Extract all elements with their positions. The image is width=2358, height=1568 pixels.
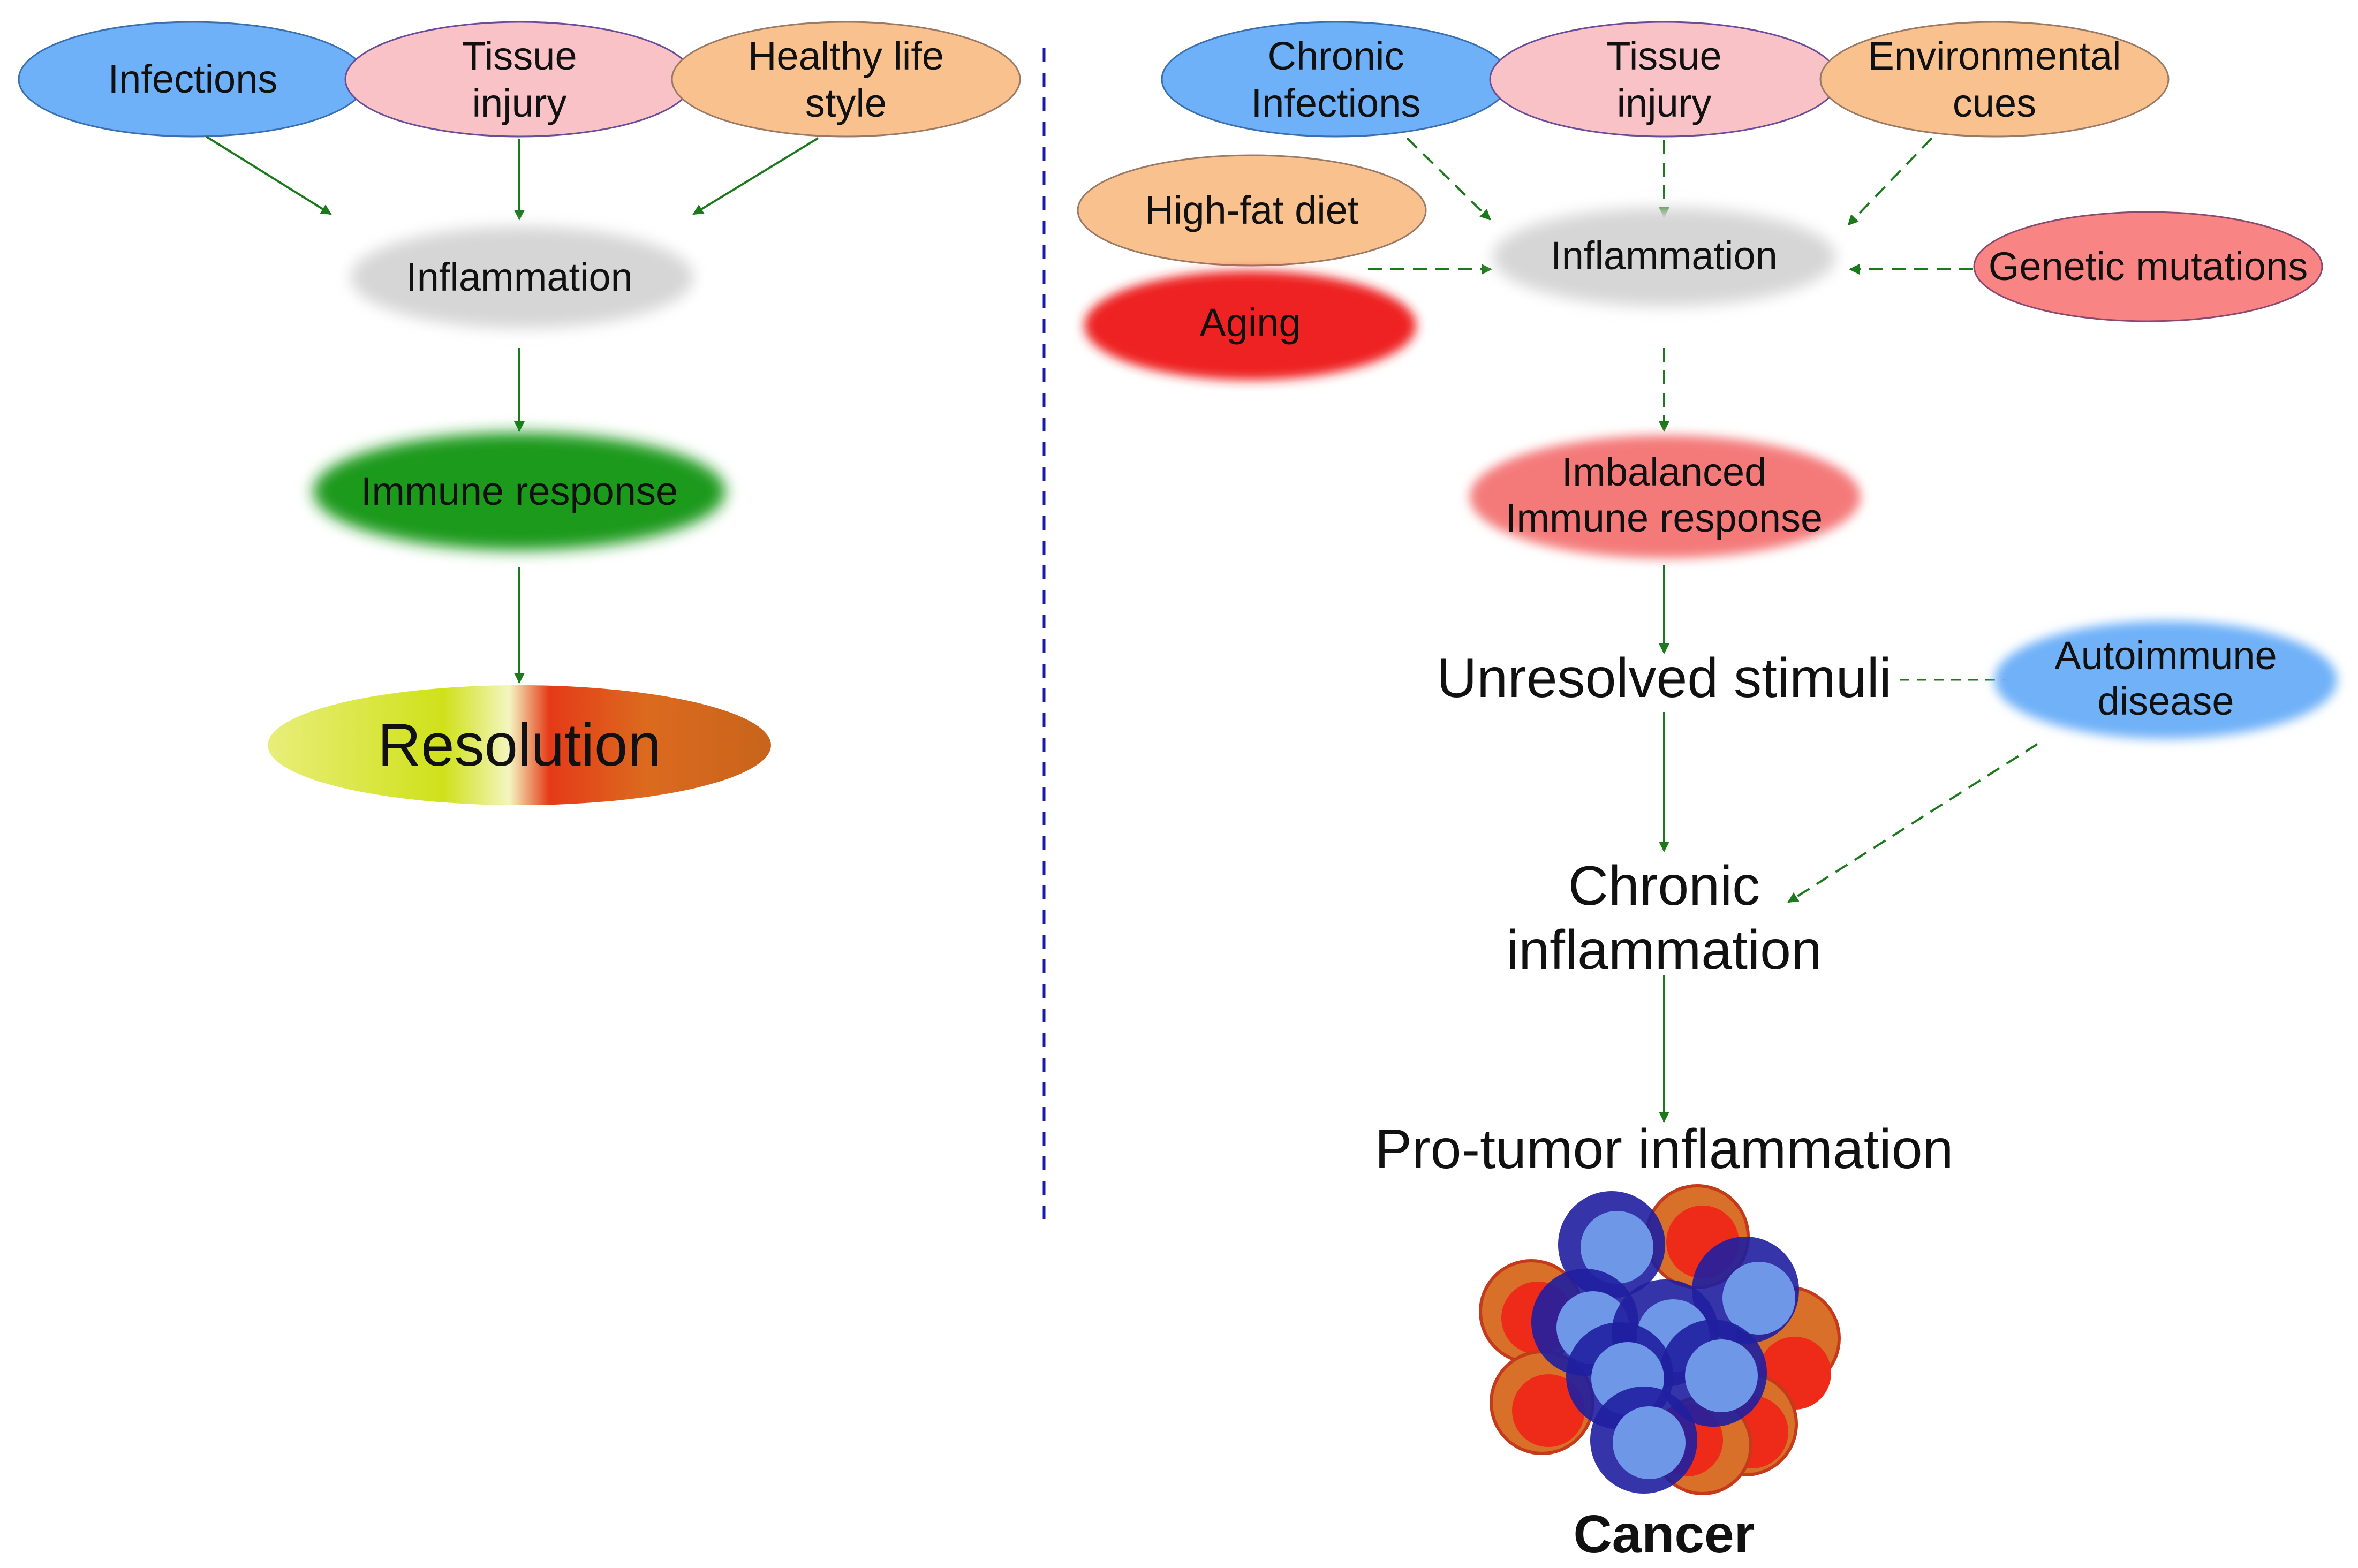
right-panel: Chronic Infections Tissue injury Environ… xyxy=(1077,21,2337,1564)
left-panel: Infections Tissue injury Healthy life st… xyxy=(18,21,1021,805)
cancer-label: Cancer xyxy=(1573,1504,1755,1564)
tissue-injury-right-label-line2: injury xyxy=(1617,81,1712,125)
inflammation-label: Inflammation xyxy=(406,255,633,299)
imbalanced-immune-node xyxy=(1470,435,1861,558)
autoimmune-disease-label-line1: Autoimmune xyxy=(2054,633,2277,678)
arrow-autoimmune-to-chronic xyxy=(1787,743,2038,903)
tissue-injury-label-line1: Tissue xyxy=(462,34,577,78)
imbalanced-immune-label-line1: Imbalanced xyxy=(1562,450,1767,494)
environmental-cues-label-line1: Environmental xyxy=(1868,34,2121,78)
tissue-injury-label-line2: injury xyxy=(472,81,567,125)
tissue-injury-right-label-line1: Tissue xyxy=(1606,34,1721,78)
chronic-inflammation-label-line1: Chronic xyxy=(1568,855,1760,917)
autoimmune-disease-label-line2: disease xyxy=(2097,679,2234,723)
healthy-lifestyle-node xyxy=(671,21,1021,138)
inflammation-node xyxy=(351,226,693,328)
immune-response-label: Immune response xyxy=(361,469,678,513)
aging-node xyxy=(1084,271,1416,380)
high-fat-diet-label: High-fat diet xyxy=(1145,188,1359,232)
healthy-lifestyle-label-line1: Healthy life xyxy=(748,34,944,78)
unresolved-stimuli-label: Unresolved stimuli xyxy=(1437,647,1892,709)
inflammation-right-label: Inflammation xyxy=(1551,233,1778,278)
inflammation-right-node xyxy=(1493,208,1835,306)
chronic-infections-label-line1: Chronic xyxy=(1268,34,1404,78)
infections-label: Infections xyxy=(108,57,278,101)
healthy-lifestyle-label-line2: style xyxy=(805,81,887,125)
genetic-mutations-label: Genetic mutations xyxy=(1989,244,2308,289)
imbalanced-immune-label-line2: Immune response xyxy=(1506,496,1823,540)
environmental-cues-label-line2: cues xyxy=(1953,81,2036,125)
arrow-infections-to-inflammation xyxy=(205,135,332,215)
resolution-node xyxy=(268,685,771,805)
pro-tumor-inflammation-label: Pro-tumor inflammation xyxy=(1375,1118,1954,1180)
cancer-cell-cluster-icon xyxy=(1479,1184,1841,1495)
immune-response-node xyxy=(313,433,725,550)
arrow-chronic-infections-to-inflammation xyxy=(1406,137,1491,221)
resolution-label: Resolution xyxy=(377,711,661,778)
arrow-lifestyle-to-inflammation xyxy=(692,137,819,215)
genetic-mutations-node xyxy=(1973,211,2323,322)
aging-label: Aging xyxy=(1199,300,1301,345)
arrow-environment-to-inflammation xyxy=(1847,137,1933,226)
chronic-inflammation-label-line2: inflammation xyxy=(1506,919,1822,981)
high-fat-diet-node xyxy=(1077,154,1427,267)
autoimmune-disease-node xyxy=(1994,621,2337,739)
chronic-infections-label-line2: Infections xyxy=(1251,81,1421,125)
environmental-cues-node xyxy=(1819,21,2170,138)
